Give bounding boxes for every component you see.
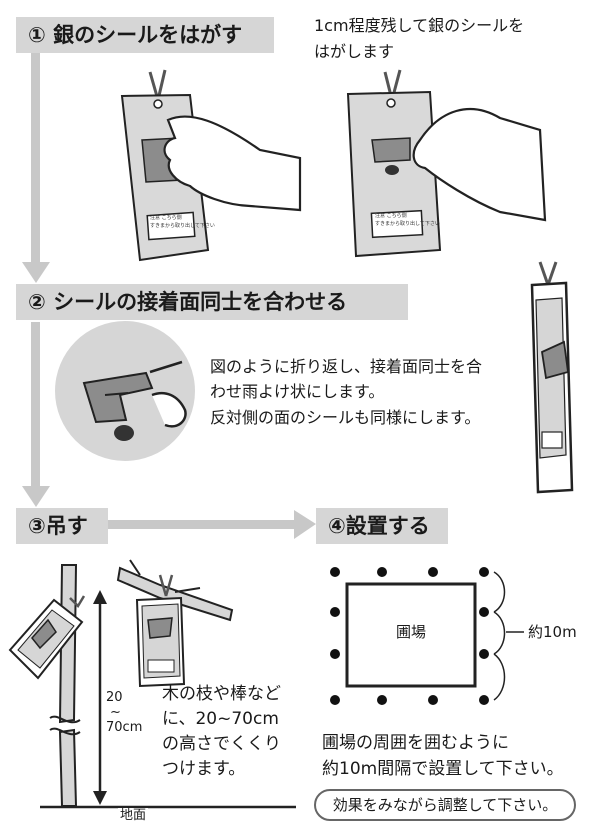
step2-header: ② シールの接着面同士を合わせる [16,284,408,320]
step1-header: ① 銀のシールをはがす [16,17,274,53]
branch-illustration [116,559,234,622]
step2-desc-line1: 図のように折り返し、接着面同士を合 [210,357,483,376]
height-arrow [93,590,107,805]
package-illustration-right [346,69,547,258]
height-label-top: 20 [106,690,123,705]
package-label-right-2: すきまから取り出して下さい [375,221,440,227]
height-label-tilde: ~ [110,705,121,720]
adjust-note: 効果をみながら調整して下さい。 [314,789,576,821]
field-label: 圃場 [395,623,426,641]
step4-desc-line2: 約10m間隔で設置して下さい。 [322,759,564,779]
package-illustration-left [120,69,302,262]
field-rectangle [345,582,477,688]
step3-desc-line4: つけます。 [162,759,246,779]
spacing-brackets [493,571,524,701]
step1-note-line2: はがします [314,42,395,61]
step2-desc-line2: わせ雨よけ状にします。 [210,382,385,401]
package-hanging-illustration [530,261,574,494]
step3-desc-line3: の高さでくくり [162,734,281,754]
step3-desc-line2: に、20~70cm [162,709,279,729]
spacing-label: 約10m [528,623,577,641]
package-label-right-1: 注意 こちら側 [375,213,407,219]
step3-desc-line1: 木の枝や棒など [162,684,281,704]
package-on-pole [8,595,86,680]
step1-note-line1: 1cm程度残して銀のシールを [314,16,525,35]
step4-header: ④設置する [316,508,448,544]
height-label-bottom: 70cm [106,720,143,735]
pole-illustration [49,564,81,807]
step2-desc-line3: 反対側の面のシールも同様にします。 [210,408,481,427]
package-on-branch [135,574,186,688]
fold-detail-circle [55,321,195,461]
package-label-left-2: すきまから取り出して下さい [150,223,215,229]
package-label-left-1: 注意 こちら側 [150,215,182,221]
trap-points [330,567,489,705]
ground-label: 地面 [118,808,149,824]
step3-header: ③吊す [16,508,108,544]
step4-desc-line1: 圃場の周囲を囲むように [322,733,509,753]
